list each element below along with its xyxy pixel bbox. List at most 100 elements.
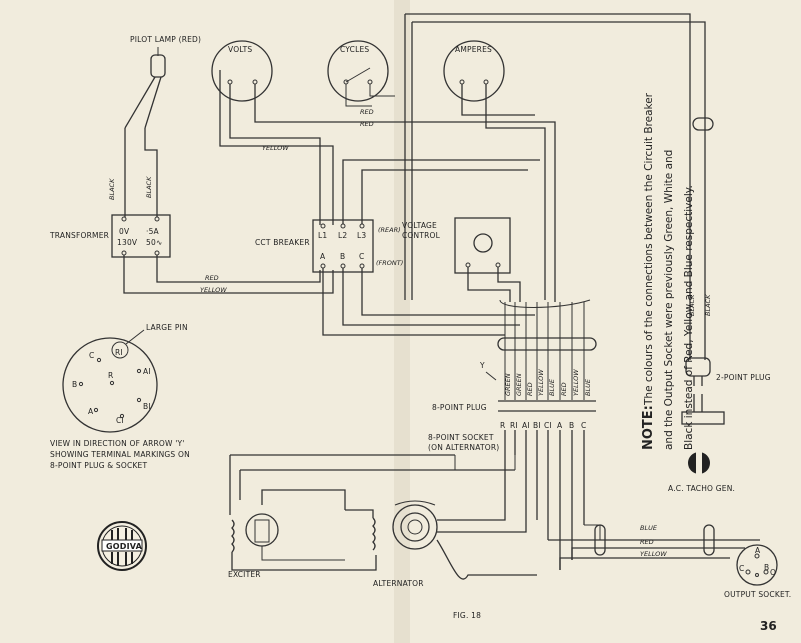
plug-term-1: R bbox=[500, 421, 505, 430]
voltage-control: VOLTAGE CONTROL bbox=[402, 217, 521, 302]
volts-meter: VOLTS bbox=[211, 40, 273, 102]
breaker-front-label: (FRONT) bbox=[376, 259, 403, 267]
two-point-plug-label: 2-POINT PLUG bbox=[716, 373, 771, 382]
cycles-label: CYCLES bbox=[340, 45, 369, 54]
transformer-box bbox=[111, 214, 171, 258]
breaker-top-2: L2 bbox=[338, 231, 347, 240]
note-block: NOTE: The colours of the connections bet… bbox=[641, 92, 695, 450]
wire-label-red-out: RED bbox=[640, 538, 654, 546]
wire-label-yellow-out: YELLOW bbox=[640, 550, 667, 558]
eight-point-plug: 8-POINT PLUG R RI AI BI CI A B C bbox=[432, 400, 596, 430]
wire-label-black-2: BLACK bbox=[145, 176, 153, 198]
plug-term-7: B bbox=[569, 421, 574, 430]
voltage-control-box bbox=[454, 217, 511, 274]
note-heading: NOTE: bbox=[641, 405, 656, 450]
alternator-label: ALTERNATOR bbox=[373, 579, 424, 588]
circuit-breaker: CCT BREAKER L1 L2 L3 A B C (REAR) (FRONT… bbox=[255, 159, 540, 336]
pin-c: C bbox=[89, 351, 94, 360]
pilot-lamp: PILOT LAMP (RED) bbox=[124, 35, 201, 129]
plug-wire-1: GREEN bbox=[504, 373, 512, 396]
transformer-t2: ·5A bbox=[146, 227, 160, 236]
output-wiring: BLUE RED YELLOW bbox=[548, 524, 760, 570]
two-point-plug: BLACK BLACK 2-POINT PLUG bbox=[681, 117, 771, 425]
plug-term-3: AI bbox=[522, 421, 530, 430]
pin-ri: RI bbox=[115, 348, 123, 357]
plug-term-8: C bbox=[581, 421, 586, 430]
transformer-t4: 50∿ bbox=[146, 238, 162, 247]
plug-wire-6: RED bbox=[560, 382, 568, 396]
breaker-rear-label: (REAR) bbox=[378, 226, 401, 234]
wire-label-red-2: RED bbox=[360, 120, 374, 128]
plug-wire-2: GREEN bbox=[515, 373, 523, 396]
output-socket: A C B O OUTPUT SOCKET. bbox=[724, 544, 791, 599]
tacho-generator: A.C. TACHO GEN. bbox=[668, 452, 735, 493]
figure-label: FIG. 18 bbox=[453, 611, 481, 620]
plug-wire-3: RED bbox=[526, 382, 534, 396]
voltage-control-label-1: VOLTAGE bbox=[402, 221, 437, 230]
meter-wiring: RED RED YELLOW bbox=[219, 13, 706, 302]
cct-breaker-label: CCT BREAKER bbox=[255, 238, 310, 247]
plug-wire-7: YELLOW bbox=[572, 369, 580, 396]
plug-term-6: A bbox=[557, 421, 563, 430]
note-line-1: The colours of the connections between t… bbox=[643, 92, 655, 406]
wire-label-red-3: RED bbox=[205, 274, 219, 282]
amperes-meter: AMPERES bbox=[443, 40, 505, 102]
eight-point-socket: 8-POINT SOCKET (ON ALTERNATOR) bbox=[428, 430, 585, 570]
wire-label-black-tacho-1: BLACK bbox=[688, 294, 696, 316]
page-fold bbox=[394, 0, 410, 643]
godiva-logo: GODIVA bbox=[97, 521, 147, 571]
breaker-bottom-2: B bbox=[340, 252, 345, 261]
view-caption-3: 8-POINT PLUG & SOCKET bbox=[50, 461, 147, 470]
large-pin-label: LARGE PIN bbox=[146, 323, 188, 332]
wire-label-red: RED bbox=[360, 108, 374, 116]
wire-label-black-tacho-2: BLACK bbox=[704, 294, 712, 316]
wire-label-black-1: BLACK bbox=[108, 178, 116, 200]
wire-label-yellow-2: YELLOW bbox=[200, 286, 227, 294]
transformer: TRANSFORMER 0V ·5A 130V 50∿ BLACK BLACK … bbox=[49, 128, 334, 294]
transformer-label: TRANSFORMER bbox=[49, 231, 109, 240]
out-term-b: B bbox=[764, 563, 769, 572]
plug-wire-8: BLUE bbox=[584, 378, 592, 396]
out-term-c: C bbox=[739, 564, 744, 573]
pilot-lamp-label: PILOT LAMP (RED) bbox=[130, 35, 201, 44]
note-line-2: and the Output Socket were previously Gr… bbox=[663, 150, 675, 450]
amperes-label: AMPERES bbox=[455, 45, 492, 54]
breaker-top-1: L1 bbox=[318, 231, 327, 240]
transformer-t1: 0V bbox=[119, 227, 130, 236]
pin-r: R bbox=[108, 371, 113, 380]
socket-8-label: 8-POINT SOCKET bbox=[428, 433, 494, 442]
socket-8-sublabel: (ON ALTERNATOR) bbox=[428, 443, 499, 452]
out-term-o: O bbox=[770, 568, 776, 577]
volts-label: VOLTS bbox=[228, 45, 252, 54]
page-number: 36 bbox=[760, 619, 777, 633]
view-caption-1: VIEW IN DIRECTION OF ARROW 'Y' bbox=[50, 439, 185, 448]
pin-ai: AI bbox=[143, 367, 151, 376]
plug-wire-4: YELLOW bbox=[537, 369, 545, 396]
out-term-a: A bbox=[755, 546, 761, 555]
note-line-3: Black instead of Red, Yellow and Blue re… bbox=[683, 185, 695, 450]
breaker-bottom-3: C bbox=[359, 252, 364, 261]
exciter: EXCITER bbox=[228, 454, 515, 579]
view-caption-2: SHOWING TERMINAL MARKINGS ON bbox=[50, 450, 190, 459]
pin-bi: BI bbox=[143, 402, 151, 411]
output-socket-label: OUTPUT SOCKET. bbox=[724, 590, 791, 599]
logo-text: GODIVA bbox=[106, 542, 143, 551]
plug-term-2: RI bbox=[510, 421, 518, 430]
arrow-y-label: Y bbox=[479, 361, 485, 370]
voltage-control-label-2: CONTROL bbox=[402, 231, 441, 240]
exciter-label: EXCITER bbox=[228, 570, 261, 579]
tacho-gen-label: A.C. TACHO GEN. bbox=[668, 484, 735, 493]
cycles-meter: CYCLES bbox=[327, 40, 389, 102]
pin-b: B bbox=[72, 380, 77, 389]
pin-ci: CI bbox=[116, 416, 124, 425]
alternator: ALTERNATOR bbox=[373, 455, 537, 588]
wire-label-yellow: YELLOW bbox=[262, 144, 289, 152]
breaker-top-3: L3 bbox=[357, 231, 366, 240]
plug-term-5: CI bbox=[544, 421, 552, 430]
wire-label-blue-out: BLUE bbox=[640, 524, 658, 532]
breaker-bottom-1: A bbox=[320, 252, 326, 261]
plug-wire-5: BLUE bbox=[548, 378, 556, 396]
cable-bundle: GREEN GREEN RED YELLOW BLUE RED YELLOW B… bbox=[479, 299, 597, 400]
